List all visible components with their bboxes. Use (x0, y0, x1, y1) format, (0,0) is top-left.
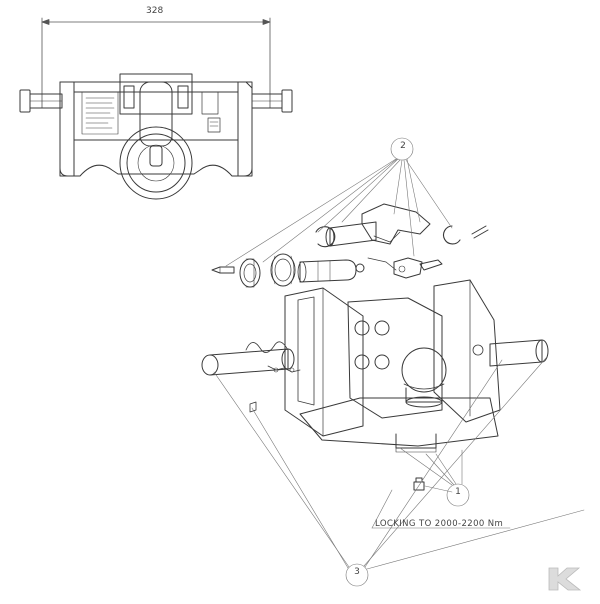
left-pin (19, 89, 63, 113)
dimension-label: 328 (146, 6, 164, 16)
label-plate (81, 91, 119, 135)
grooved-pin (297, 259, 365, 283)
tow-ball (401, 347, 447, 408)
lever-bolt (393, 257, 443, 279)
center-body (347, 297, 443, 419)
front-view (19, 17, 293, 200)
left-side-plate (284, 287, 364, 437)
callout-1-label: 1 (455, 487, 461, 497)
front-body (59, 81, 253, 177)
upper-jaw (361, 203, 431, 245)
torque-note: LOCKING TO 2000-2200 Nm (375, 519, 504, 529)
base-block (299, 397, 499, 453)
right-long-pin (489, 339, 549, 367)
small-bolt (249, 401, 257, 413)
cotter-pin (471, 225, 489, 239)
dimension-line (41, 17, 271, 109)
long-pin (325, 221, 377, 247)
right-circlip (443, 225, 461, 245)
brand-k-logo (548, 567, 582, 591)
screw (211, 266, 235, 274)
cap (239, 258, 261, 288)
callout-2-label: 2 (400, 141, 406, 151)
right-side-plate (433, 279, 501, 423)
right-pin (251, 89, 293, 113)
grease-nipple (413, 477, 425, 491)
threaded-ring (270, 253, 296, 287)
circlip (315, 226, 336, 248)
leader-lines (213, 137, 585, 587)
exploded-parts (201, 203, 549, 491)
callout-3-label: 3 (354, 567, 360, 577)
left-long-pin-with-chain (201, 341, 301, 376)
